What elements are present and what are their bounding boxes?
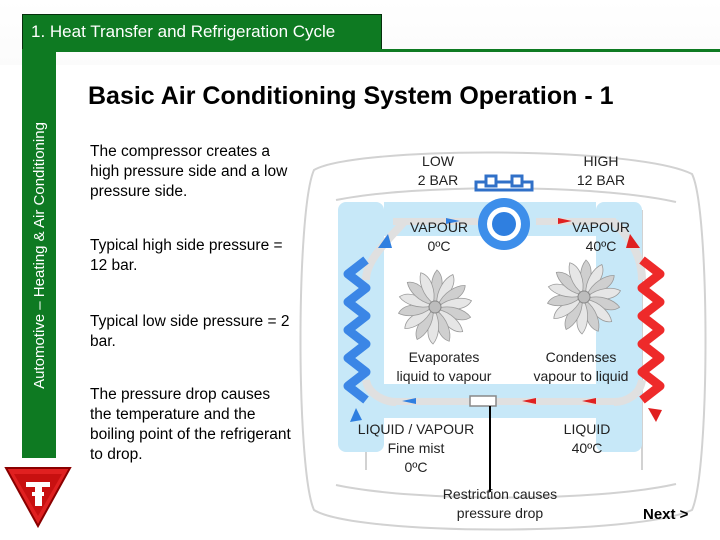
restriction-text: Restriction causes [442,486,558,502]
vapour-low-temp: 0ºC [427,238,451,254]
low-pressure-label: LOW 2 BAR [408,152,468,190]
header-divider [22,49,720,52]
fine-mist-text: Fine mist [387,440,445,456]
liquid-text: LIQUID [563,421,611,437]
compressor-icon [474,174,534,250]
text-low-side: Typical low side pressure = 2 bar. [90,313,290,350]
liquid-vapour-text: LIQUID / VAPOUR [357,421,475,437]
cold-flow-arrows [350,218,460,422]
text-high-side: Typical high side pressure = 12 bar. [90,237,283,274]
evaporator-coil [343,256,371,404]
liquid-temp: 40ºC [571,440,603,456]
vapour-high-label: VAPOUR 40ºC [566,218,636,256]
side-bar-text: Automotive – Heating & Air Conditioning [30,121,48,389]
low-bar-label: 2 BAR [417,172,459,188]
logo-icon [4,467,72,529]
restriction-detail: pressure drop [456,505,544,521]
restriction-valve [469,395,497,492]
high-pressure-label: HIGH 12 BAR [568,152,634,190]
low-label: LOW [422,153,454,169]
next-button[interactable]: Next > [643,506,689,523]
text-compressor: The compressor creates a high pressure s… [90,143,288,200]
condenses-detail: vapour to liquid [533,368,629,384]
section-title-box: 1. Heat Transfer and Refrigeration Cycle [22,14,382,50]
liquid-vapour-label: LIQUID / VAPOUR Fine mist 0ºC [346,420,486,477]
condenser-fan-icon [546,259,622,335]
page-heading: Basic Air Conditioning System Operation … [88,82,614,110]
section-title: 1. Heat Transfer and Refrigeration Cycle [31,22,336,41]
high-bar-label: 12 BAR [576,172,626,188]
high-pressure-pipes [496,218,646,406]
liquid-label: LIQUID 40ºC [552,420,622,458]
evaporates-text: Evaporates [408,349,480,365]
condenses-text: Condenses [545,349,617,365]
condenser-coil [637,256,665,404]
vapour-low-text: VAPOUR [409,219,469,235]
evaporator-fan-icon [397,269,473,345]
vapour-high-text: VAPOUR [571,219,631,235]
hot-flow-arrows [522,218,662,422]
high-label: HIGH [583,153,619,169]
vapour-high-temp: 40ºC [585,238,617,254]
restriction-label: Restriction causes pressure drop [430,485,570,523]
vapour-low-label: VAPOUR 0ºC [404,218,474,256]
evaporates-detail: liquid to vapour [396,368,492,384]
ac-system-diagram: LOW 2 BAR HIGH 12 BAR VAPOUR 0ºC VAPOUR 40ºC… [296,140,712,540]
side-bar [22,52,56,458]
refrigeration-circuit [299,151,707,531]
text-pressure-drop: The pressure drop causes the temperature… [90,386,291,463]
side-bar-label: Automotive – Heating & Air Conditioning [22,52,56,458]
liquid-vapour-temp: 0ºC [404,459,428,475]
evaporates-label: Evaporates liquid to vapour [384,348,504,386]
condenses-label: Condenses vapour to liquid [522,348,640,386]
